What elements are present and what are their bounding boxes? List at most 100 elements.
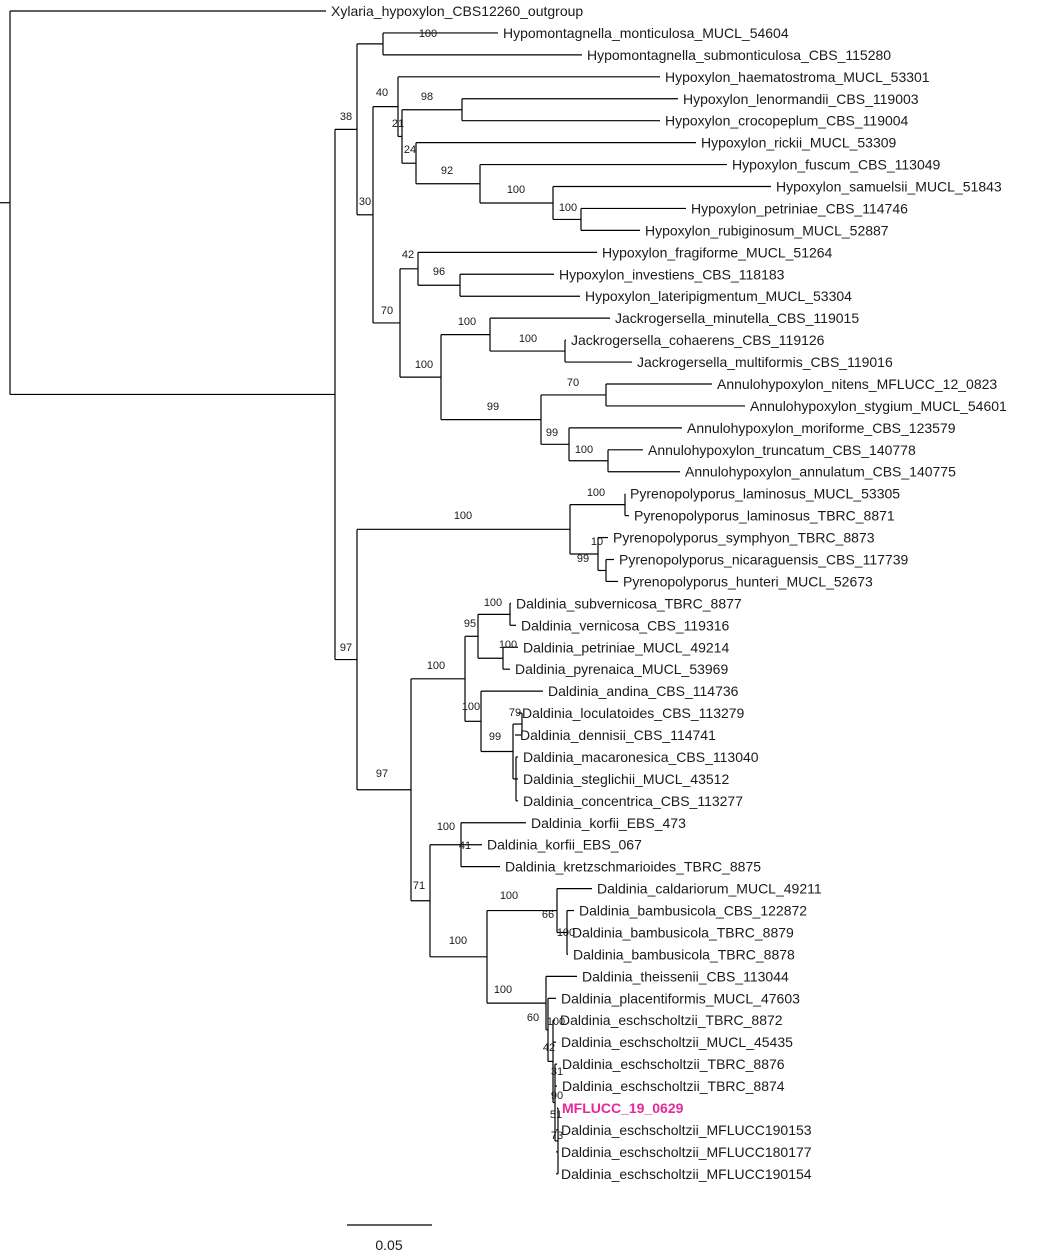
taxon-label: Hypoxylon_fuscum_CBS_113049 (732, 157, 941, 173)
support-value: 100 (494, 984, 512, 996)
support-value: 51 (550, 1109, 562, 1121)
taxon-label: Hypoxylon_investiens_CBS_118183 (559, 266, 785, 282)
taxon-label: Hypoxylon_rickii_MUCL_53309 (701, 135, 897, 151)
taxon-label: Daldinia_eschscholtzii_TBRC_8874 (562, 1078, 785, 1094)
support-value: 95 (464, 618, 476, 630)
support-value: 100 (437, 821, 455, 833)
taxon-label: Hypoxylon_crocopeplum_CBS_119004 (665, 113, 909, 129)
support-value: 100 (484, 597, 502, 609)
support-value: 73 (551, 1130, 563, 1142)
support-value: 100 (499, 639, 517, 651)
support-value: 92 (441, 165, 453, 177)
support-value: 31 (551, 1066, 563, 1078)
support-value: 100 (587, 487, 605, 499)
taxon-label: Daldinia_eschscholtzii_MFLUCC190153 (561, 1122, 812, 1138)
taxon-label: Annulohypoxylon_nitens_MFLUCC_12_0823 (717, 376, 997, 392)
taxon-label: Daldinia_korfii_EBS_067 (487, 837, 642, 853)
taxon-label: Daldinia_dennisii_CBS_114741 (520, 727, 716, 743)
support-value: 100 (419, 28, 437, 40)
scale-bar: 0.05 (347, 1224, 432, 1252)
taxon-label: Pyrenopolyporus_laminosus_TBRC_8871 (634, 508, 895, 524)
taxon-label: Annulohypoxylon_stygium_MUCL_54601 (750, 398, 1007, 414)
taxon-label: Jackrogersella_cohaerens_CBS_119126 (571, 332, 825, 348)
support-value: 100 (454, 510, 472, 522)
taxon-label: Daldinia_loculatoides_CBS_113279 (522, 705, 745, 721)
support-value: 100 (547, 1016, 565, 1028)
highlighted-taxon-label: MFLUCC_19_0629 (562, 1100, 684, 1116)
support-value: 100 (559, 202, 577, 214)
taxon-label: Daldinia_bambusicola_CBS_122872 (579, 903, 807, 919)
support-value: 90 (551, 1090, 563, 1102)
taxon-label: Daldinia_korfii_EBS_473 (531, 815, 686, 831)
support-value: 98 (421, 91, 433, 103)
support-value: 100 (557, 927, 575, 939)
taxon-label: Daldinia_macaronesica_CBS_113040 (523, 749, 759, 765)
support-value: 100 (415, 359, 433, 371)
tree-branches (0, 10, 771, 1175)
taxon-label: Daldinia_petriniae_MUCL_49214 (523, 639, 729, 655)
taxon-label: Annulohypoxylon_truncatum_CBS_140778 (648, 442, 916, 458)
taxon-label: Daldinia_theissenii_CBS_113044 (582, 968, 789, 984)
taxon-label: Annulohypoxylon_annulatum_CBS_140775 (685, 464, 956, 480)
support-value: 100 (507, 184, 525, 196)
support-value: 100 (427, 660, 445, 672)
taxon-label: Pyrenopolyporus_symphyon_TBRC_8873 (613, 530, 875, 546)
taxon-label: Xylaria_hypoxylon_CBS12260_outgroup (331, 3, 583, 19)
taxon-label: Daldinia_eschscholtzii_TBRC_8872 (560, 1012, 783, 1028)
taxon-label: Daldinia_steglichii_MUCL_43512 (523, 771, 729, 787)
taxon-label: Hypoxylon_fragiforme_MUCL_51264 (602, 244, 833, 260)
support-value: 70 (381, 305, 393, 317)
taxon-label: Daldinia_placentiformis_MUCL_47603 (561, 990, 800, 1006)
taxon-label: Daldinia_vernicosa_CBS_119316 (521, 617, 730, 633)
support-value: 100 (462, 701, 480, 713)
support-value: 99 (489, 731, 501, 743)
support-value: 21 (392, 118, 404, 130)
support-values: 100 40 98 21 24 92 100 100 38 30 42 96 70 100 100 100 99… (340, 28, 605, 1142)
taxon-label: Jackrogersella_minutella_CBS_119015 (615, 310, 859, 326)
support-value: 96 (433, 266, 445, 278)
taxon-label: Daldinia_eschscholtzii_MUCL_45435 (561, 1034, 793, 1050)
taxon-label: Jackrogersella_multiformis_CBS_119016 (637, 354, 893, 370)
support-value: 100 (500, 890, 518, 902)
taxon-label: Pyrenopolyporus_nicaraguensis_CBS_117739 (619, 552, 908, 568)
taxon-label: Hypoxylon_petriniae_CBS_114746 (691, 200, 908, 216)
support-value: 30 (359, 196, 371, 208)
support-value: 71 (413, 880, 425, 892)
support-value: 60 (527, 1012, 539, 1024)
support-value: 99 (577, 553, 589, 565)
support-value: 10 (591, 536, 603, 548)
support-value: 99 (487, 401, 499, 413)
taxon-label: Hypomontagnella_monticulosa_MUCL_54604 (503, 25, 789, 41)
support-value: 42 (402, 249, 414, 261)
taxon-label: Daldinia_pyrenaica_MUCL_53969 (515, 661, 728, 677)
taxon-label: Annulohypoxylon_moriforme_CBS_123579 (687, 420, 956, 436)
taxon-label: Hypoxylon_haematostroma_MUCL_53301 (665, 69, 930, 85)
support-value: 40 (376, 87, 388, 99)
taxon-label: Pyrenopolyporus_laminosus_MUCL_53305 (630, 486, 900, 502)
taxon-label: Daldinia_subvernicosa_TBRC_8877 (516, 595, 742, 611)
support-value: 97 (340, 642, 352, 654)
taxon-label: Daldinia_andina_CBS_114736 (548, 683, 739, 699)
taxon-label: Hypoxylon_lenormandii_CBS_119003 (683, 91, 919, 107)
taxon-label: Daldinia_concentrica_CBS_113277 (523, 793, 743, 809)
support-value: 24 (404, 144, 416, 156)
support-value: 70 (567, 377, 579, 389)
taxon-label: Daldinia_bambusicola_TBRC_8879 (572, 924, 794, 940)
support-value: 97 (376, 768, 388, 780)
taxon-label: Daldinia_bambusicola_TBRC_8878 (573, 946, 795, 962)
taxon-label: Daldinia_kretzschmarioides_TBRC_8875 (505, 859, 761, 875)
taxon-label: Hypoxylon_rubiginosum_MUCL_52887 (645, 222, 889, 238)
taxon-label: Hypoxylon_samuelsii_MUCL_51843 (776, 179, 1002, 195)
support-value: 66 (542, 909, 554, 921)
taxon-label: Daldinia_eschscholtzii_MFLUCC180177 (561, 1144, 812, 1160)
support-value: 99 (546, 427, 558, 439)
taxon-label: Hypomontagnella_submonticulosa_CBS_11528… (587, 47, 891, 63)
support-value: 79 (509, 707, 521, 719)
support-value: 100 (575, 444, 593, 456)
taxon-label: Daldinia_caldariorum_MUCL_49211 (597, 881, 822, 897)
taxon-label: Hypoxylon_lateripigmentum_MUCL_53304 (585, 288, 852, 304)
scale-bar-label: 0.05 (375, 1237, 402, 1252)
support-value: 100 (449, 935, 467, 947)
support-value: 38 (340, 111, 352, 123)
